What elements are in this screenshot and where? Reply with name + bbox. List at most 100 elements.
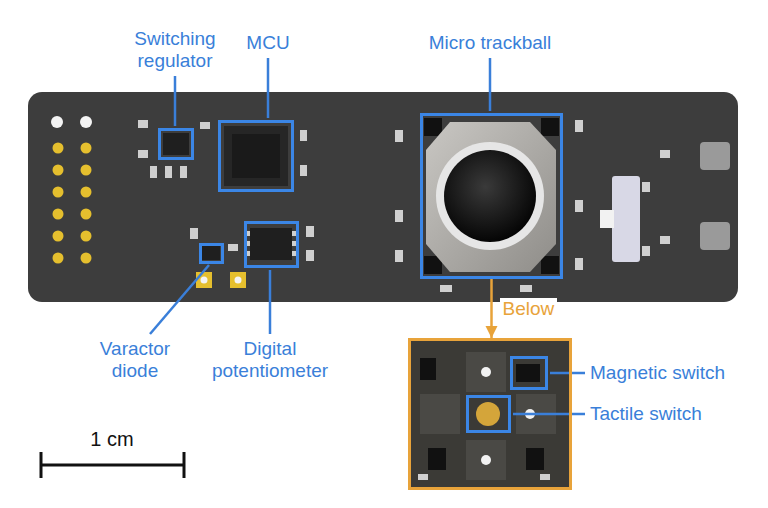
edge-tabs [700, 142, 730, 170]
smd-components [395, 130, 403, 142]
trackball [541, 118, 559, 136]
inset-board [476, 402, 500, 426]
ic-chips [163, 126, 296, 260]
ic-chips [292, 241, 296, 246]
pcb-board [28, 92, 738, 302]
smd-components [395, 250, 403, 262]
below-arrow [490, 279, 493, 338]
trackball [424, 118, 442, 136]
header-pins [81, 143, 92, 154]
slide-switch [612, 176, 640, 262]
header-pins [53, 165, 64, 176]
magnetic-switch-box: Magnetic switch [510, 356, 548, 390]
inset-board [418, 474, 428, 480]
slide-switch [600, 176, 650, 262]
inset-board [481, 455, 491, 465]
smd-components [138, 120, 148, 128]
header-pins [81, 209, 92, 220]
tactile-switch-box: Tactile switch [466, 395, 511, 433]
header-pins [81, 253, 92, 264]
header-pins [51, 116, 92, 264]
scale-bar [40, 452, 185, 478]
inset-board [540, 474, 550, 480]
ic-chips [224, 126, 288, 186]
edge-tabs [700, 222, 730, 250]
leader-line [513, 413, 585, 416]
ic-chips [163, 133, 189, 155]
smd-components [138, 120, 670, 292]
smd-components [440, 285, 452, 292]
scale-label: 1 cm [62, 428, 162, 450]
smd-components [520, 285, 532, 292]
inset-board [420, 358, 436, 380]
slide-switch [642, 182, 650, 192]
smd-components [660, 150, 670, 158]
leader-line [150, 265, 209, 334]
callout-label: Digital potentiometer [200, 338, 340, 382]
inset-board [516, 364, 540, 382]
callout-label: Varactor diode [80, 338, 190, 382]
callout-label: Magnetic switch [590, 362, 762, 384]
test-pads [196, 272, 212, 288]
leader-line [267, 58, 270, 118]
smd-components [306, 250, 314, 261]
mcu-box: MCU [218, 120, 294, 192]
smd-components [165, 166, 172, 178]
trackball [436, 142, 544, 250]
ic-chips [292, 231, 296, 236]
test-pads [201, 277, 208, 284]
ic-chips [250, 228, 292, 260]
header-pins [53, 231, 64, 242]
header-pins [81, 231, 92, 242]
scale-bar [183, 452, 186, 478]
trackball [444, 150, 536, 242]
leader-line [489, 58, 492, 111]
smd-components [180, 166, 187, 178]
scale-bar [40, 464, 185, 467]
smd-components [200, 122, 210, 129]
potentiometer-box: Digital potentiometer [244, 221, 299, 268]
header-pins [51, 116, 63, 128]
callout-label: Tactile switch [590, 403, 762, 425]
slide-switch [600, 210, 614, 228]
inset-board [526, 448, 544, 470]
smd-components [228, 244, 238, 251]
regulator-box: Switching regulator [158, 128, 194, 160]
callout-label: MCU [218, 32, 318, 54]
smd-components [150, 166, 157, 178]
leader-line [269, 270, 272, 334]
smd-components [575, 258, 583, 270]
header-pins [53, 187, 64, 198]
smd-components [575, 200, 583, 212]
trackball [426, 122, 556, 272]
inset-board [420, 394, 460, 434]
inset-board [428, 448, 446, 470]
smd-components [306, 226, 314, 237]
smd-components [138, 150, 148, 158]
edge-tabs [700, 142, 730, 250]
callout-label: Switching regulator [115, 28, 235, 72]
ic-chips [292, 251, 296, 256]
header-pins [53, 209, 64, 220]
leader-line [150, 58, 585, 414]
ic-chips [202, 246, 220, 260]
header-pins [81, 165, 92, 176]
leader-line [174, 76, 177, 126]
ic-chips [232, 134, 280, 178]
smd-components [300, 130, 307, 141]
test-pads [235, 277, 242, 284]
header-pins [53, 253, 64, 264]
slide-switch [642, 246, 650, 256]
smd-components [300, 165, 307, 176]
inset-board [466, 352, 506, 392]
inset-panel: Magnetic switchTactile switch [408, 338, 572, 490]
header-pins [80, 116, 92, 128]
smd-components [190, 228, 198, 239]
inset-board [481, 367, 491, 377]
header-pins [81, 187, 92, 198]
header-pins [53, 143, 64, 154]
varactor-box: Varactor diode [199, 243, 224, 264]
smd-components [660, 236, 670, 244]
smd-components [395, 210, 403, 222]
